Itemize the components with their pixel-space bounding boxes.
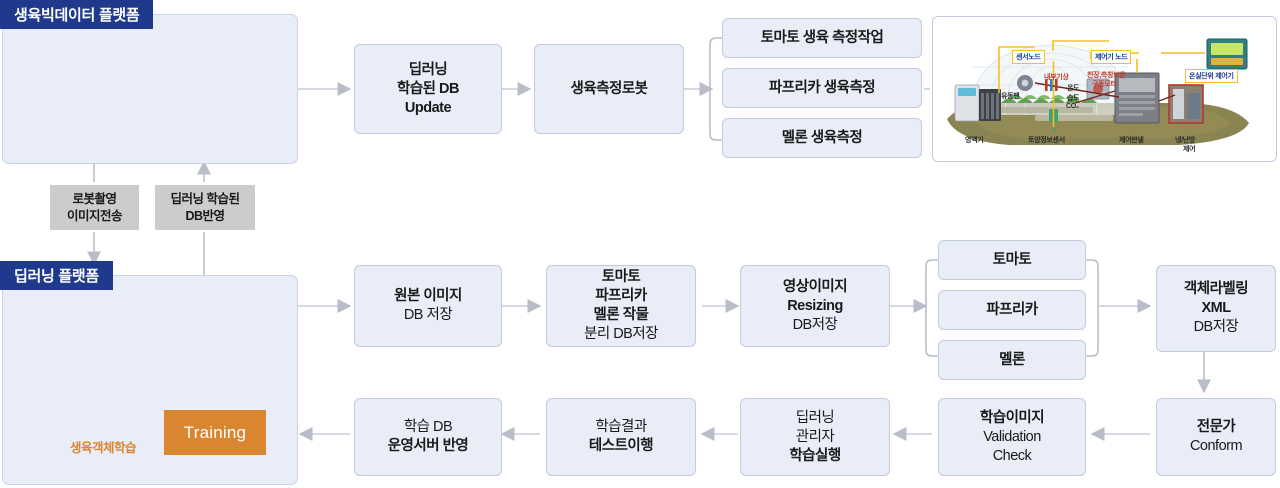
node-line: DB 저장 xyxy=(403,307,453,323)
node-branch-tomato[interactable]: 토마토 xyxy=(938,240,1086,280)
node-line: 멜론 작물 xyxy=(593,307,649,323)
node-line: 토마토 xyxy=(601,269,641,285)
node-branch-paprika[interactable]: 파프리카 xyxy=(938,290,1086,330)
node-object-labeling-xml[interactable]: 객체라벨링 XML DB저장 xyxy=(1156,265,1276,352)
node-image-resizing-db-save[interactable]: 영상이미지 Resizing DB저장 xyxy=(740,265,890,347)
node-melon-growth-measurement[interactable]: 멜론 생육측정 xyxy=(722,118,922,158)
edge-label-robot-image-transfer: 로봇촬영 이미지전송 xyxy=(50,185,139,230)
node-training-db-to-ops-server[interactable]: 학습 DB 운영서버 반영 xyxy=(354,398,502,476)
edge-label-line1: 딥러닝 학습된 xyxy=(170,191,240,206)
node-line: 원본 이미지 xyxy=(394,288,462,304)
greenhouse-caption-drive-motor: 구동모터 xyxy=(1092,81,1117,88)
node-line: 학습결과 xyxy=(595,419,647,435)
greenhouse-caption-controller-node: 제어기 노드 xyxy=(1091,50,1132,64)
node-growth-measuring-robot[interactable]: 생육측정로봇 xyxy=(534,44,684,134)
greenhouse-caption-nutrient-machine: 영액기 xyxy=(965,137,984,144)
edge-label-line2: DB반영 xyxy=(185,208,225,223)
node-line: Update xyxy=(404,99,452,116)
greenhouse-caption-sensor-node: 센서노드 xyxy=(1012,50,1045,64)
node-line: 운영서버 반영 xyxy=(387,438,469,454)
node-line: Conform xyxy=(1189,438,1243,454)
node-line: 파프리카 생육측정 xyxy=(768,79,876,96)
greenhouse-caption-roof-side-insulation: 천장,측창보온 xyxy=(1087,72,1126,79)
platform-deeplearning-title: 딥러닝 플랫폼 xyxy=(0,261,113,290)
node-line: 영상이미지 xyxy=(782,278,848,295)
node-line: 딥러닝 xyxy=(408,61,448,78)
node-line: DB저장 xyxy=(1193,319,1239,335)
greenhouse-caption-hvac-control-l2: 제어 xyxy=(1183,146,1196,153)
node-training-image-validation-check[interactable]: 학습이미지 Validation Check xyxy=(938,398,1086,476)
node-line: 분리 DB저장 xyxy=(583,326,659,342)
node-line: 멜론 xyxy=(999,351,1025,368)
node-line: 생육측정로봇 xyxy=(570,80,648,97)
node-line: 파프리카 xyxy=(595,288,647,304)
node-paprika-growth-measurement[interactable]: 파프리카 생육측정 xyxy=(722,68,922,108)
training-loop-label: 생육객체학습 xyxy=(70,441,137,455)
node-crop-separation-db-save[interactable]: 토마토 파프리카 멜론 작물 분리 DB저장 xyxy=(546,265,696,347)
node-line: 학습 DB xyxy=(403,419,453,435)
greenhouse-caption-temperature: 온도 xyxy=(1067,85,1080,92)
node-line: 학습이미지 xyxy=(979,409,1045,426)
node-line: 학습실행 xyxy=(789,447,841,464)
greenhouse-caption-co2: CO₂ xyxy=(1066,103,1079,110)
greenhouse-caption-soil-sensor: 토양정보센서 xyxy=(1028,137,1065,144)
node-line: 전문가 xyxy=(1196,419,1236,435)
node-line: DB저장 xyxy=(792,316,838,333)
node-line: Resizing xyxy=(787,297,843,314)
node-line: 객체라벨링 xyxy=(1183,281,1249,297)
node-expert-conform[interactable]: 전문가 Conform xyxy=(1156,398,1276,476)
node-training-result-test[interactable]: 학습결과 테스트이행 xyxy=(546,398,696,476)
node-deeplearning-db-update[interactable]: 딥러닝 학습된 DB Update xyxy=(354,44,502,134)
node-line: 딥러닝 xyxy=(795,409,835,426)
node-line: 파프리카 xyxy=(986,301,1038,318)
greenhouse-caption-humidity: 습도 xyxy=(1067,95,1080,102)
node-line: 멜론 생육측정 xyxy=(781,129,863,146)
node-line: 토마토 생육 측정작업 xyxy=(760,29,884,46)
greenhouse-caption-greenhouse-unit-controller: 온실단위 제어기 xyxy=(1185,69,1238,83)
smart-greenhouse-illustration: 센서노드 제어기 노드 온실단위 제어기 내부기상 천장,측창보온 구동모터 온… xyxy=(932,16,1277,162)
greenhouse-scene xyxy=(939,23,1268,153)
node-line: Check xyxy=(992,447,1032,464)
platform-bigdata-title: 생육빅데이터 플랫폼 xyxy=(0,0,154,29)
node-deeplearning-admin-run-training[interactable]: 딥러닝 관리자 학습실행 xyxy=(740,398,890,476)
node-tomato-growth-measurement-task[interactable]: 토마토 생육 측정작업 xyxy=(722,18,922,58)
greenhouse-caption-control-panel: 제어판넬 xyxy=(1119,137,1144,144)
node-line: 토마토 xyxy=(992,251,1032,268)
greenhouse-graphic xyxy=(939,23,1268,153)
node-line: 테스트이행 xyxy=(588,438,654,454)
node-line: 학습된 DB xyxy=(397,80,460,97)
greenhouse-caption-internal-climate: 내부기상 xyxy=(1044,74,1069,81)
platform-bigdata xyxy=(2,14,298,164)
node-branch-melon[interactable]: 멜론 xyxy=(938,340,1086,380)
greenhouse-caption-circulation-fan: 유동팬 xyxy=(1001,93,1020,100)
node-line: Validation xyxy=(983,428,1041,445)
node-line: XML xyxy=(1201,300,1231,316)
edge-label-trained-db-apply: 딥러닝 학습된 DB반영 xyxy=(155,185,255,230)
greenhouse-caption-hvac-control-l1: 냉/난방 xyxy=(1175,137,1196,144)
training-block[interactable]: Training xyxy=(164,410,266,455)
edge-label-line1: 로봇촬영 xyxy=(72,191,117,206)
node-line: 관리자 xyxy=(795,428,835,445)
edge-label-line2: 이미지전송 xyxy=(66,208,123,223)
node-original-image-db-save[interactable]: 원본 이미지 DB 저장 xyxy=(354,265,502,347)
